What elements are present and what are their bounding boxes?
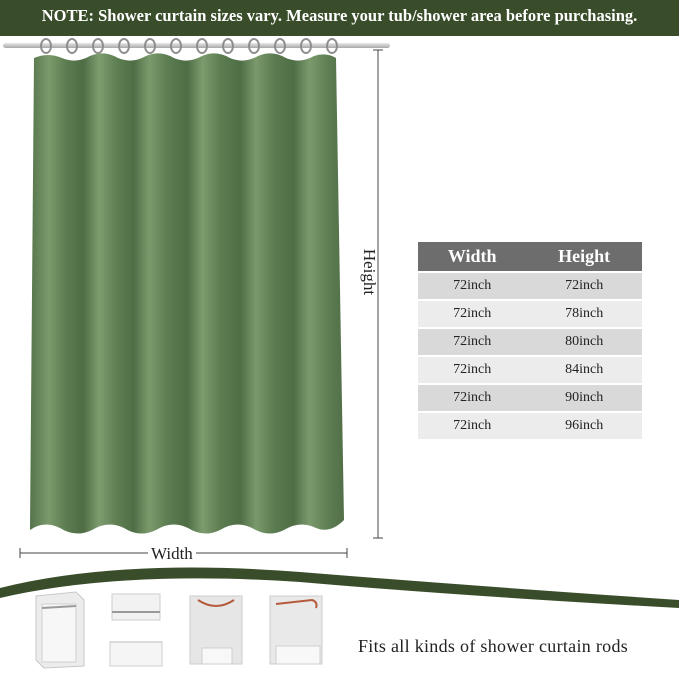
height-cell: 78inch <box>526 299 642 328</box>
table-row: 72inch 78inch <box>418 299 642 328</box>
width-cell: 72inch <box>418 355 527 384</box>
height-cell: 84inch <box>526 355 642 384</box>
width-cell: 72inch <box>418 383 527 412</box>
height-column-header: Height <box>526 242 642 272</box>
size-table: Width Height 72inch 72inch 72inch 78inch… <box>418 242 642 439</box>
rod-compatibility-caption: Fits all kinds of shower curtain rods <box>358 636 629 656</box>
width-cell: 72inch <box>418 271 527 300</box>
curtain-ring <box>248 38 260 54</box>
curtain-ring <box>274 38 286 54</box>
curtain-ring <box>66 38 78 54</box>
height-cell: 72inch <box>526 271 642 300</box>
height-cell: 96inch <box>526 411 642 439</box>
table-row: 72inch 96inch <box>418 411 642 439</box>
note-banner <box>0 0 679 36</box>
curtain-ring <box>144 38 156 54</box>
height-cell: 80inch <box>526 327 642 356</box>
height-cell: 90inch <box>526 383 642 412</box>
curved-rod-icon <box>189 595 243 665</box>
curtain-ring <box>170 38 182 54</box>
width-cell: 72inch <box>418 411 527 439</box>
shelf-rod-icon <box>109 593 163 667</box>
curtain-ring <box>40 38 52 54</box>
table-row: 72inch 90inch <box>418 383 642 412</box>
corner-rod-icon <box>269 595 323 665</box>
straight-rod-icon <box>35 591 85 669</box>
curtain-ring <box>300 38 312 54</box>
width-cell: 72inch <box>418 299 527 328</box>
table-row: 72inch 72inch <box>418 271 642 300</box>
width-cell: 72inch <box>418 327 527 356</box>
size-table-header: Width Height <box>418 242 642 272</box>
curtain-ring <box>222 38 234 54</box>
width-column-header: Width <box>418 242 527 272</box>
curtain-ring <box>118 38 130 54</box>
curtain-ring <box>196 38 208 54</box>
curtain-ring <box>92 38 104 54</box>
note-text: NOTE: Shower curtain sizes vary. Measure… <box>41 6 638 25</box>
width-label: Width <box>148 544 196 564</box>
curtain-ring <box>326 38 338 54</box>
height-label: Height <box>360 248 380 296</box>
table-row: 72inch 84inch <box>418 355 642 384</box>
table-row: 72inch 80inch <box>418 327 642 356</box>
